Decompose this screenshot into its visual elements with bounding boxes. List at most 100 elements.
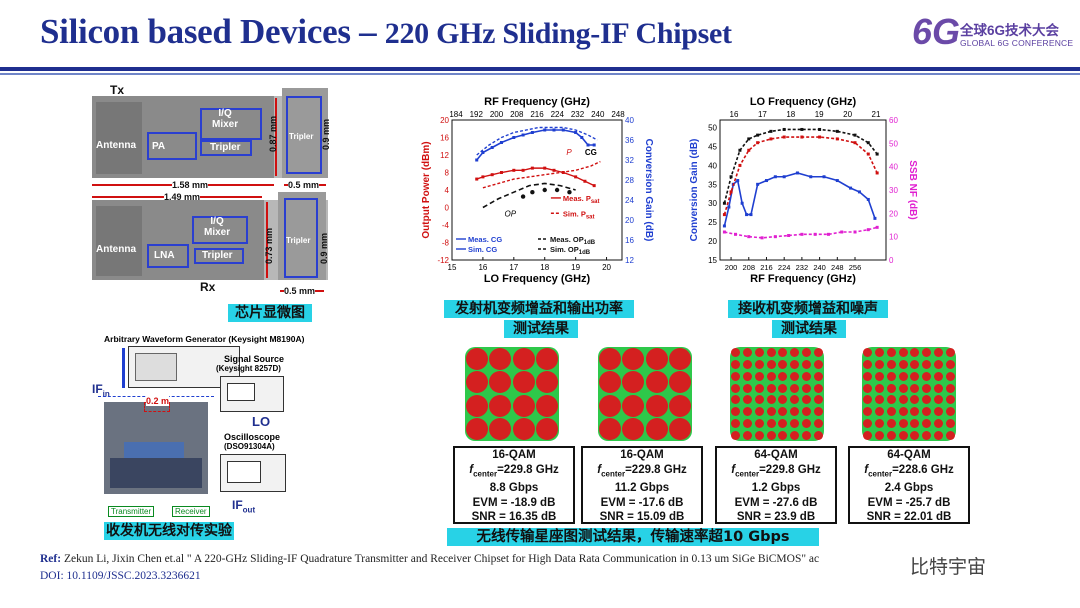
y2-tick-label: 40 (625, 116, 634, 125)
constellation-point (922, 395, 932, 405)
top-tick-label: 240 (591, 110, 605, 119)
constellation-point (933, 371, 943, 381)
data-point (857, 190, 861, 194)
dim-087: 0.87 mm (268, 115, 278, 152)
constellation-point (945, 360, 955, 370)
x-axis-label: LO Frequency (GHz) (484, 273, 591, 285)
y-tick-label: 25 (708, 218, 717, 227)
constellation-point (945, 395, 955, 405)
rx-chart-caption-2: 测试结果 (772, 320, 846, 338)
constellation-point (622, 394, 645, 417)
tx-label: Tx (110, 83, 125, 97)
constellation-point (910, 407, 920, 417)
snr-label: SNR = 16.35 dB (471, 511, 557, 524)
top-tick-label: 224 (551, 110, 565, 119)
tx-tripler-block (200, 140, 252, 156)
rx-mixer-label: I/Q Mixer (204, 216, 231, 238)
constellation-point (743, 348, 753, 358)
oscilloscope-instrument (220, 454, 286, 492)
constellation-point (645, 347, 668, 370)
transmitter-label: Transmitter (108, 506, 155, 517)
constellation-point (801, 418, 811, 428)
constellation-point (790, 407, 800, 417)
constellation-point (731, 430, 741, 440)
constellation-point (754, 360, 764, 370)
tx-mixer-label: I/Q Mixer (212, 108, 239, 130)
data-point (552, 128, 556, 132)
constellation-point (790, 360, 800, 370)
x-tick-label: 20 (602, 263, 611, 272)
constellation-point (754, 430, 764, 440)
constellation-point (778, 407, 788, 417)
x-tick-label: 240 (813, 263, 826, 272)
y2-tick-label: 50 (889, 139, 898, 148)
constellation-point (933, 430, 943, 440)
y2-tick-label: 40 (889, 163, 898, 172)
data-point (722, 224, 726, 228)
x-tick-label: 15 (448, 263, 457, 272)
data-point (853, 133, 857, 137)
dim-09b: 0.9 mm (319, 232, 329, 264)
dim-073: 0.73 mm (264, 227, 274, 264)
constellation-point (922, 418, 932, 428)
constellation-point (910, 348, 920, 358)
data-point (552, 168, 556, 172)
constellation-point (801, 407, 811, 417)
data-point (736, 179, 740, 183)
data-point (756, 182, 760, 186)
constellation-point (945, 430, 955, 440)
y-tick-label: 0 (445, 204, 450, 213)
top-tick-label: 192 (470, 110, 484, 119)
data-point (835, 129, 839, 133)
legend-entry: Meas. OP1dB (550, 235, 596, 246)
data-rate-label: 11.2 Gbps (614, 482, 670, 495)
constellation-point (512, 394, 535, 417)
plot-frame (719, 119, 887, 261)
data-point (727, 205, 731, 209)
series-line-sim-op1db (482, 182, 576, 209)
osc-model: (DSO91304A) (224, 442, 275, 451)
constellation-point (933, 348, 943, 358)
constellation-point (512, 418, 535, 441)
modulation-label: 64-QAM (754, 449, 798, 461)
constellation-point (489, 418, 512, 441)
rx-antenna-label: Antenna (96, 244, 136, 255)
constellation-point (945, 371, 955, 381)
top-tick-label: 17 (758, 110, 767, 119)
constellation-point (790, 395, 800, 405)
tx-chart-caption-2: 测试结果 (504, 320, 578, 338)
constellation-point (754, 371, 764, 381)
constellation-point (910, 418, 920, 428)
data-point (592, 143, 596, 147)
top-tick-label: 18 (786, 110, 795, 119)
data-point (782, 135, 786, 139)
constellation-point (910, 360, 920, 370)
constellation-point (886, 383, 896, 393)
constellation-point (813, 383, 823, 393)
x-tick-label: 256 (849, 263, 862, 272)
constellation-point (898, 407, 908, 417)
data-point (745, 213, 749, 217)
y-tick-label: 4 (445, 186, 450, 195)
x-tick-label: 18 (540, 263, 549, 272)
constellation-point (731, 371, 741, 381)
top-axis-title: LO Frequency (GHz) (750, 96, 857, 108)
legend-entry: Sim. Psat (563, 209, 595, 220)
constellation-point (933, 418, 943, 428)
data-point (849, 186, 853, 190)
constellation-point (754, 407, 764, 417)
dim-149: 1.49 mm (164, 192, 201, 202)
constellation-point (863, 407, 873, 417)
constellation-point (886, 407, 896, 417)
snr-label: SNR = 15.09 dB (599, 511, 685, 524)
constellation-point (731, 418, 741, 428)
constellation-point (743, 371, 753, 381)
data-point (835, 137, 839, 141)
data-point (543, 128, 547, 132)
constellation-point (863, 418, 873, 428)
constellation-point (598, 347, 621, 370)
x-tick-label: 248 (831, 263, 844, 272)
y-axis-label: Output Power (dBm) (421, 141, 432, 238)
constellation-point (933, 407, 943, 417)
tx-antenna-area (96, 102, 142, 174)
